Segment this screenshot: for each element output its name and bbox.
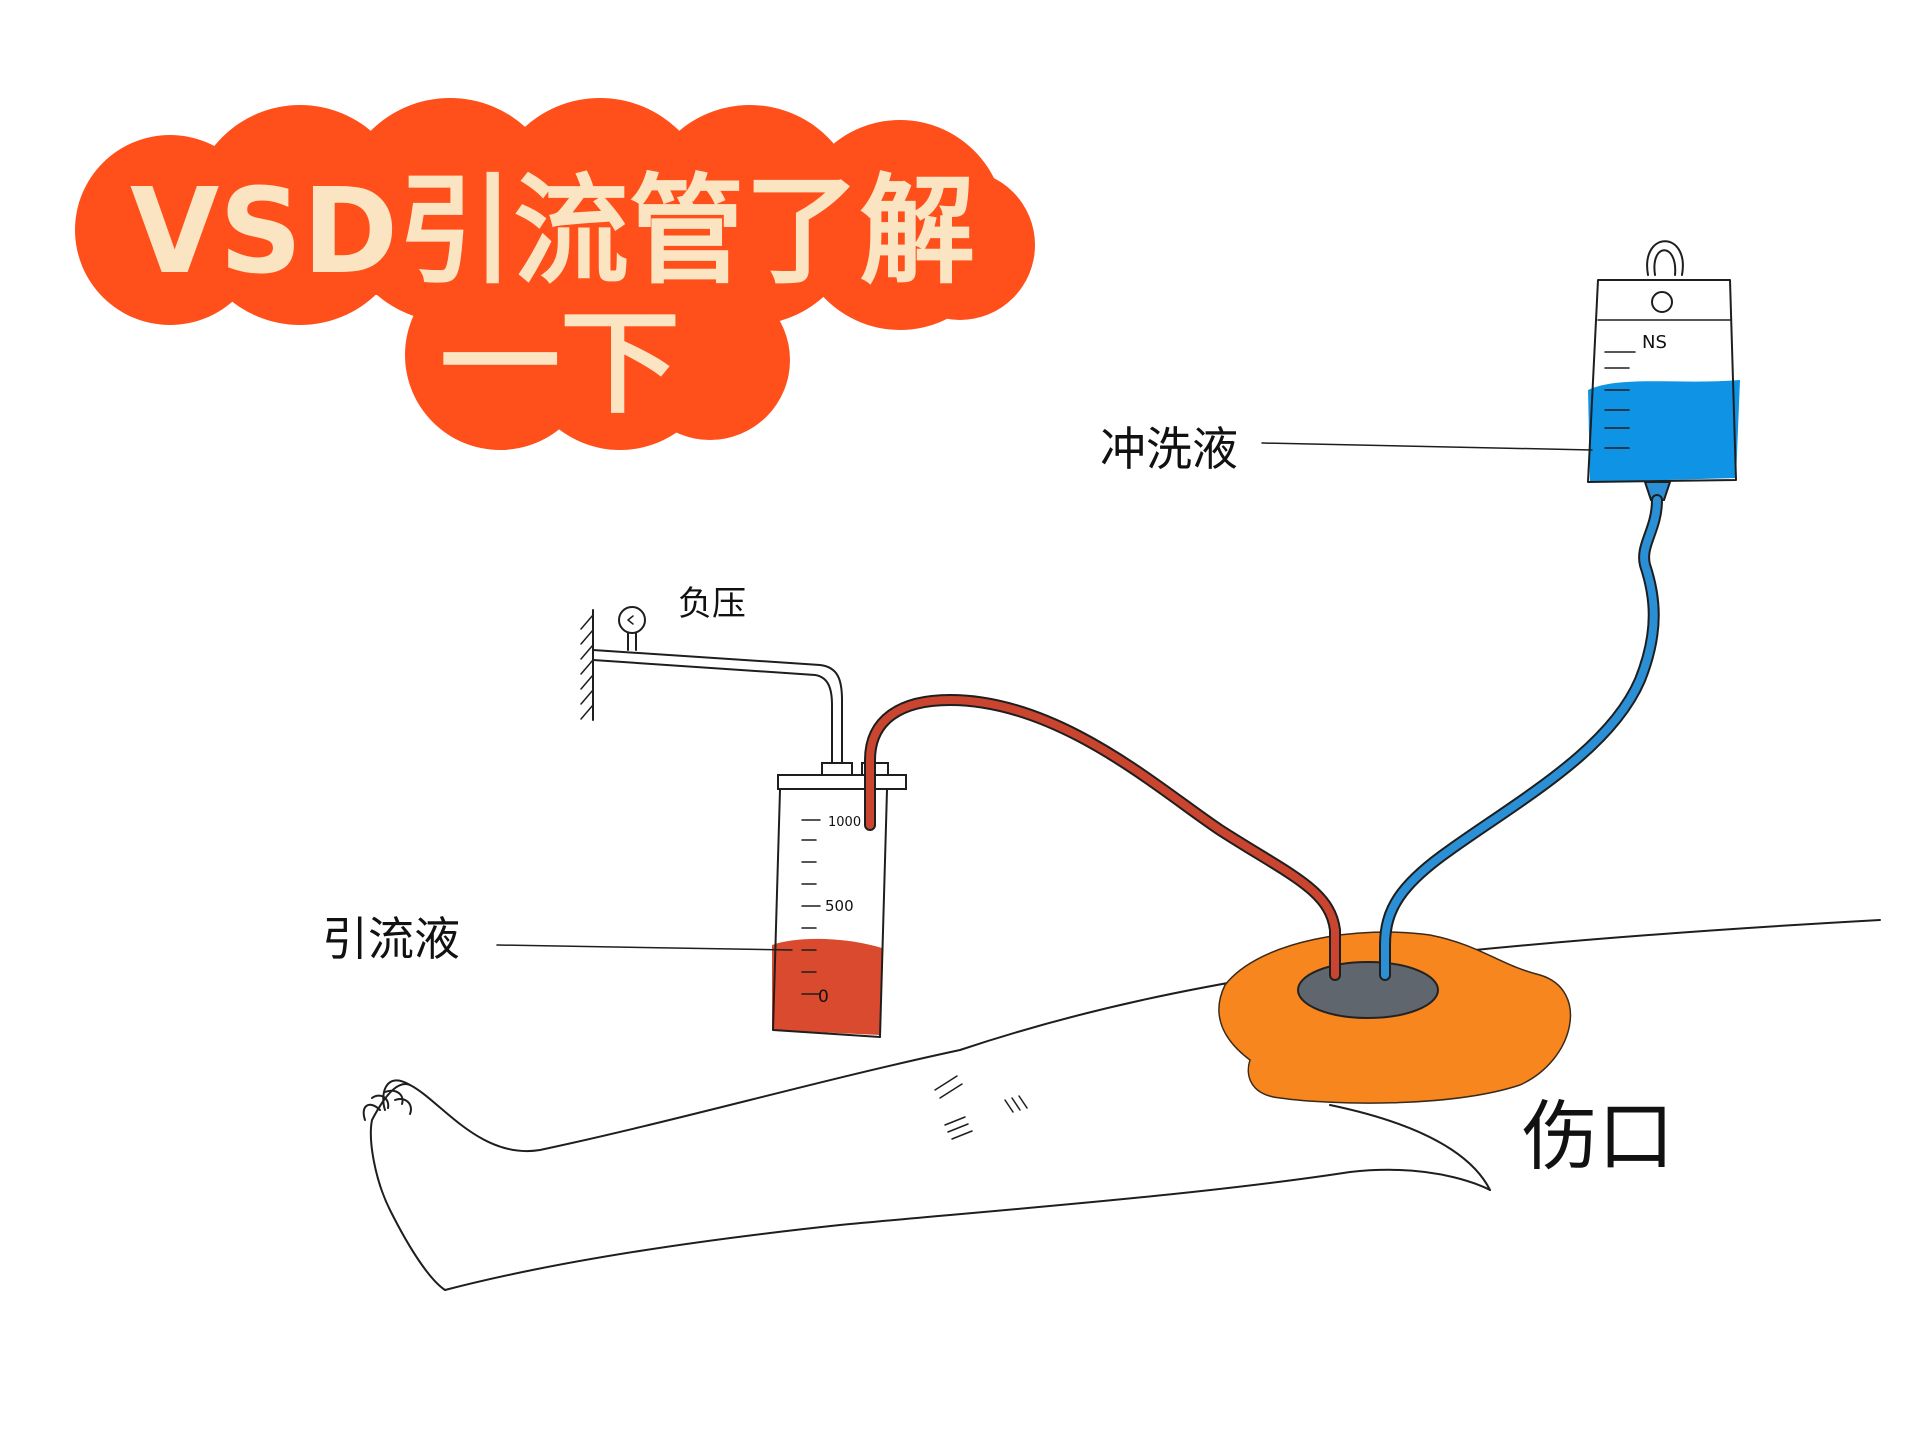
title-banner: VSD引流管了解 一下 [75, 98, 1035, 450]
irrigation-fluid-label: 冲洗液 [1100, 422, 1238, 476]
drainage-fluid-label: 引流液 [322, 912, 460, 966]
title-line-1: VSD引流管了解 [130, 162, 975, 300]
knee-marks [934, 1075, 1028, 1140]
drainage-jar: 1000 500 0 [772, 762, 907, 1038]
bag-port [1643, 481, 1672, 501]
drainage-leader-line [496, 944, 793, 951]
title-line-2: 一下 [440, 299, 680, 429]
drainage-liquid [772, 938, 882, 1035]
drainage-tube [864, 693, 1341, 981]
bag-liquid [1588, 380, 1740, 482]
jar-scale-1000: 1000 [828, 815, 861, 830]
irrigation-bag: NS [1587, 240, 1740, 501]
jar-scale-ticks [801, 819, 821, 995]
jar-scale-500: 500 [825, 897, 854, 915]
suction-pipe [592, 649, 843, 769]
wound-label: 伤口 [1522, 1092, 1674, 1181]
wall-suction [580, 606, 843, 769]
irrigation-tube [1379, 494, 1663, 981]
leg-outline [362, 919, 1881, 1291]
jar-scale-0: 0 [818, 987, 829, 1007]
jar-lid [777, 774, 907, 790]
bag-hole [1651, 291, 1673, 313]
bag-hanger [1646, 240, 1684, 276]
jar-body [772, 789, 888, 1038]
bag-tag: NS [1642, 332, 1667, 353]
wall-hatching [580, 614, 594, 720]
wound-dressing [1218, 931, 1572, 1104]
pressure-gauge-icon [618, 606, 646, 634]
irrigation-leader-line [1261, 442, 1593, 451]
vsd-sponge [1297, 961, 1439, 1019]
bag-scale-ticks [1604, 351, 1636, 449]
negative-pressure-label: 负压 [678, 584, 746, 624]
wound-area [1218, 931, 1572, 1104]
title-blob [75, 98, 1035, 450]
bag-body [1587, 279, 1737, 483]
